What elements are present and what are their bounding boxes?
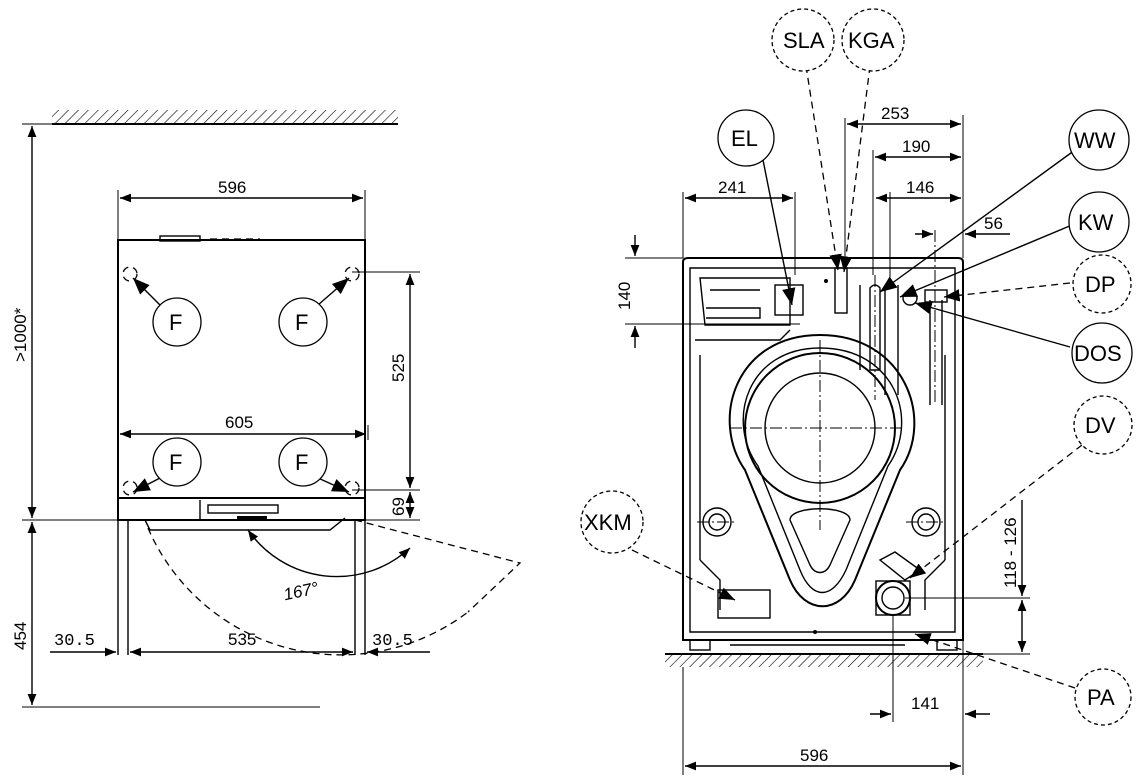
door-angle-arc	[247, 529, 411, 578]
dim-141: 141	[911, 694, 939, 713]
callout-el	[717, 109, 775, 167]
svg-text:DOS: DOS	[1074, 341, 1122, 366]
dim-241: 241	[718, 178, 746, 197]
dim-30-5-left: 30.5	[54, 632, 95, 651]
svg-text:WW: WW	[1074, 128, 1116, 153]
dim-454: 454	[11, 622, 30, 650]
svg-text:XKM: XKM	[584, 510, 632, 535]
floor-hatch	[665, 654, 983, 667]
callout-ww	[1068, 109, 1130, 171]
foot-callout-2	[278, 297, 328, 347]
dim-69: 69	[389, 497, 408, 516]
svg-text:KGA: KGA	[848, 28, 895, 53]
svg-text:SLA: SLA	[783, 28, 825, 53]
dim-596-top: 596	[218, 178, 246, 197]
machine-body-rear	[682, 257, 964, 641]
svg-text:KW: KW	[1078, 210, 1114, 235]
callout-dos	[1071, 322, 1133, 384]
dim-190: 190	[902, 137, 930, 156]
svg-text:PA: PA	[1087, 685, 1115, 710]
drain-outlet	[875, 580, 911, 616]
foot-callout-1	[152, 297, 202, 347]
svg-text:DV: DV	[1085, 413, 1116, 438]
callout-dv	[1073, 395, 1133, 455]
callout-pa	[1074, 668, 1132, 726]
callout-kga	[841, 8, 905, 72]
dim-146: 146	[906, 178, 934, 197]
dim-30-5-right: 30.5	[372, 632, 413, 651]
dim-140: 140	[615, 282, 634, 310]
wall-hatch	[52, 110, 398, 124]
dim-596-bottom: 596	[800, 746, 828, 765]
callout-xkm	[580, 490, 644, 554]
svg-text:EL: EL	[731, 126, 758, 151]
callout-dp	[1072, 254, 1132, 314]
svg-text:F: F	[295, 310, 308, 335]
callout-sla	[771, 8, 835, 72]
dim-253: 253	[881, 104, 909, 123]
top-view: 167° 596 605 525 69 >1000* 454 30.5	[11, 110, 522, 708]
dim-118-126: 118 - 126	[1001, 517, 1020, 588]
dim-56: 56	[984, 214, 1003, 233]
callout-kw	[1068, 191, 1130, 253]
dim-535: 535	[228, 630, 256, 649]
svg-text:F: F	[169, 310, 182, 335]
door-swing-arc	[147, 527, 469, 656]
foot-callout-4	[278, 437, 328, 487]
dim-605: 605	[225, 413, 253, 432]
door-handle	[144, 517, 346, 531]
drum-outline	[728, 333, 916, 608]
foot-callout-3	[152, 437, 202, 487]
svg-text:DP: DP	[1085, 272, 1116, 297]
rear-view: 253 190 146 241 56 140 118 - 126	[580, 8, 1133, 775]
dim-1000: >1000*	[11, 307, 30, 362]
svg-text:F: F	[295, 450, 308, 475]
dim-525: 525	[389, 354, 408, 382]
svg-text:F: F	[169, 450, 182, 475]
door-angle-label: 167°	[282, 578, 321, 604]
